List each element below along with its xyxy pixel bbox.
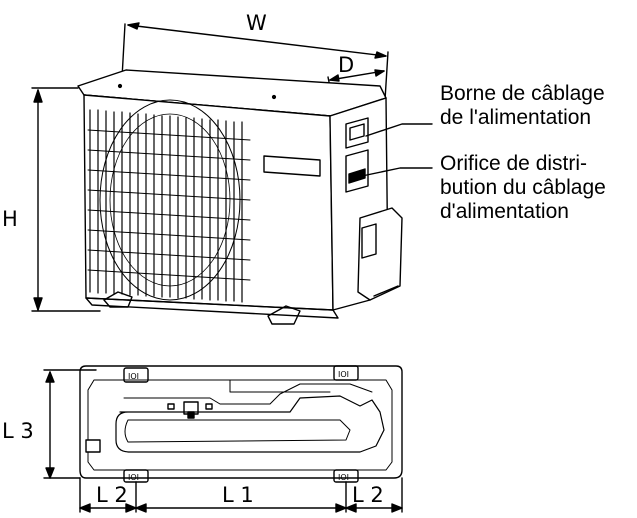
depth-dimension (327, 69, 385, 93)
fan-grille (87, 99, 251, 303)
outdoor-unit-body (77, 69, 389, 325)
height-dimension (31, 87, 101, 312)
name-plate (263, 155, 321, 177)
service-cover (357, 207, 403, 301)
leader-orifice (361, 167, 433, 177)
label-d: D (338, 53, 354, 77)
width-dimension (121, 22, 389, 101)
label-l1: L 1 (222, 483, 254, 507)
callout-terminal-line2: de l'alimentation (440, 106, 592, 129)
l3-dimension (43, 369, 97, 479)
svg-text:IOI: IOI (128, 473, 139, 482)
label-h: H (2, 207, 18, 231)
foot-right (267, 305, 301, 325)
callout-orifice: Orifice de distri- bution du câblage d'a… (440, 152, 606, 224)
foot-left (103, 291, 133, 308)
l1-l2-dimensions (79, 477, 403, 513)
callout-orifice-line3: d'alimentation (440, 200, 569, 223)
label-w: W (246, 11, 267, 35)
bottom-view: IOI IOI IOI IOI (79, 365, 403, 483)
svg-text:IOI: IOI (338, 370, 349, 379)
callout-terminal-line1: Borne de câblage (440, 82, 605, 105)
svg-text:IOI: IOI (128, 372, 139, 381)
callout-orifice-line1: Orifice de distri- (440, 152, 588, 175)
label-l2-left: L 2 (96, 483, 128, 507)
leader-terminal (365, 123, 433, 137)
terminal-block (345, 117, 369, 149)
callout-orifice-line2: bution du câblage (440, 176, 606, 199)
label-l3: L 3 (2, 419, 34, 443)
svg-text:IOI: IOI (338, 473, 349, 482)
callout-terminal: Borne de câblage de l'alimentation (440, 82, 605, 130)
label-l2-right: L 2 (352, 483, 384, 507)
cable-orifice (345, 149, 369, 193)
